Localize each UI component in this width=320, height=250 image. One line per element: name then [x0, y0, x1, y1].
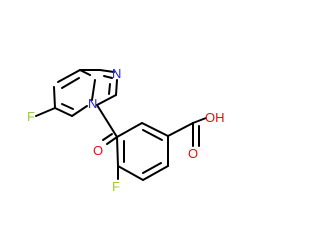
- oxygen-label: O: [188, 146, 198, 161]
- double-bond-inner: [102, 133, 113, 141]
- double-bond-inner: [142, 129, 163, 141]
- fluorine-label: F: [112, 179, 120, 194]
- bond: [106, 136, 118, 145]
- bond: [91, 79, 96, 101]
- double-bond-inner: [61, 103, 74, 110]
- hydroxyl-label: OH: [205, 110, 225, 125]
- bond: [71, 105, 88, 117]
- bond: [116, 136, 119, 167]
- fluorine-label: F: [27, 109, 35, 124]
- nitrogen-label: N: [112, 66, 121, 81]
- bond: [117, 165, 144, 181]
- carbonyl-group: [96, 104, 118, 145]
- bond: [96, 104, 118, 138]
- oxygen-label: O: [93, 143, 103, 158]
- bond: [141, 122, 169, 137]
- nitrogen-label: N: [88, 96, 97, 111]
- bond: [96, 94, 117, 106]
- bond-c-f: [35, 107, 56, 117]
- bond: [54, 107, 73, 117]
- structure-canvas: F N N O F OH O: [27, 66, 225, 194]
- imidazole-ring: [79, 69, 118, 106]
- bond: [115, 79, 118, 96]
- molecule-structure: F N N O F OH O: [27, 66, 225, 194]
- bond: [53, 86, 56, 109]
- bond: [192, 117, 207, 124]
- double-bond-inner: [61, 77, 80, 89]
- bond: [142, 165, 169, 181]
- carboxylic-acid-group: [167, 117, 207, 147]
- benzene-ring: [116, 122, 169, 181]
- double-bond-inner: [142, 162, 162, 174]
- bond: [116, 122, 143, 138]
- bond: [167, 122, 194, 137]
- double-bond-inner: [108, 83, 111, 95]
- bond: [57, 69, 81, 83]
- double-bond-inner: [103, 75, 113, 79]
- bond: [99, 69, 115, 73]
